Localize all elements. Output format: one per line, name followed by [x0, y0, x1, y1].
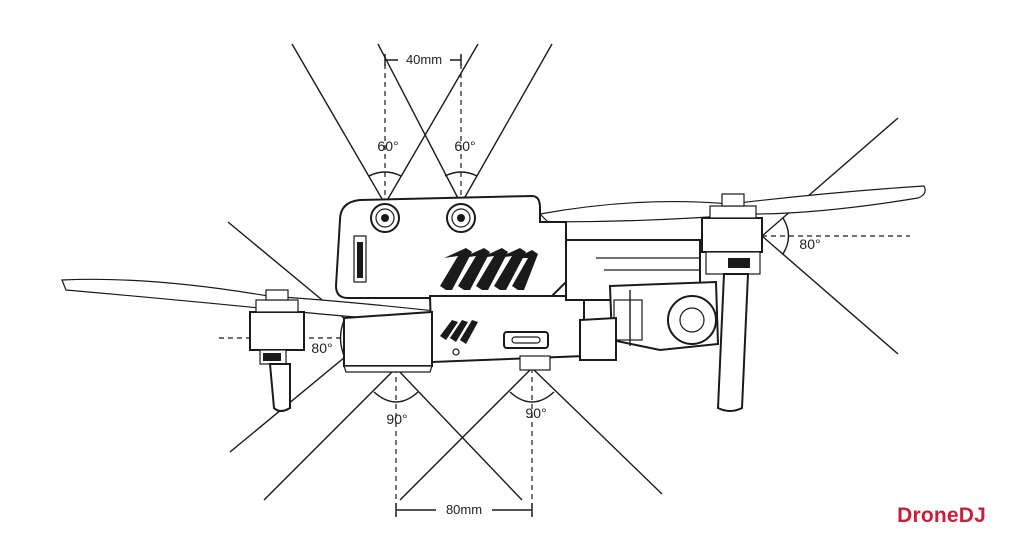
- front-spacing-dimension: 40mm: [384, 50, 462, 68]
- front-spacing-label: 40mm: [406, 52, 442, 67]
- bottom-spacing-label: 80mm: [446, 502, 482, 517]
- bottom-right-angle-label: 90°: [525, 405, 546, 421]
- front-right-angle-label: 60°: [454, 138, 475, 154]
- left-landing-leg: [268, 363, 291, 412]
- watermark-text: DroneDJ: [897, 504, 986, 527]
- lower-air-vent: [440, 320, 478, 344]
- right-motor: [701, 193, 763, 412]
- left-side-angle-label: 80°: [311, 340, 332, 356]
- front-sensor-left-icon: [370, 203, 400, 233]
- right-side-angle-label: 80°: [799, 236, 820, 252]
- bottom-sensor-cones: [263, 367, 663, 516]
- nose-lower: [343, 310, 433, 367]
- left-motor: [249, 289, 305, 412]
- front-left-angle-label: 60°: [377, 138, 398, 154]
- usb-port-icon: [503, 331, 549, 349]
- drone-illustration: [61, 185, 926, 412]
- dronedj-watermark: DroneDJ: [897, 504, 986, 528]
- bottom-left-angle-label: 90°: [386, 411, 407, 427]
- gimbal-camera: [608, 280, 720, 352]
- right-side-sensor-cone: [761, 117, 910, 355]
- front-sensor-right-icon: [446, 203, 476, 233]
- bottom-spacing-dimension: 80mm: [395, 500, 533, 518]
- air-vent: [440, 248, 538, 290]
- front-sensor-cones: [291, 43, 553, 205]
- right-landing-leg: [716, 273, 750, 412]
